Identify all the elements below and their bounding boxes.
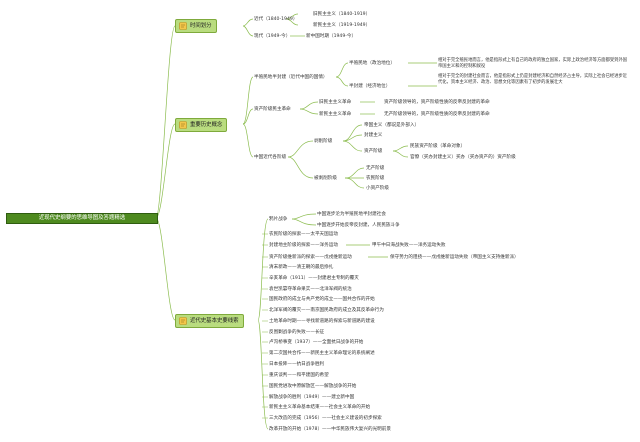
node-new-democratic-revolution[interactable]: 新民主主义革命: [319, 112, 352, 117]
node-semi-feudal-description[interactable]: 相对于完全的封建社会而言，他是指形式上仍是封建经济和自然经济占主导，实际上社会已…: [438, 74, 628, 85]
node-clue-late-qing-reforms[interactable]: 清末新政——清王朝的最后挣扎: [269, 265, 334, 270]
node-new-democratic[interactable]: 新民主主义（1919-1949）: [313, 23, 371, 28]
node-clue-chongqing-negotiation[interactable]: 重庆谈判——和平建国的希望: [269, 373, 329, 378]
node-opium-war-result-1[interactable]: 中国逐步沦为半殖民地半封建社会: [317, 212, 386, 217]
node-modern-period[interactable]: 近代（1840-1949）: [254, 17, 298, 22]
node-bourgeois-democratic-revolution[interactable]: 资产阶级民主革命: [254, 107, 291, 112]
node-contemporary-period[interactable]: 现代（1949-今）: [254, 34, 291, 39]
node-imperialism[interactable]: 帝国主义（都说是外部入）: [364, 123, 420, 128]
node-clue-second-cooperation[interactable]: 第二次国共合作——新民主主义革命理论的系统阐述: [269, 351, 375, 356]
node-feudalism[interactable]: 封建主义: [364, 133, 383, 138]
node-clue-taiping[interactable]: 农民阶级的探索——太平天国运动: [269, 232, 338, 237]
node-clue-westernization[interactable]: 封建地主阶级的探索——洋务运动: [269, 243, 338, 248]
node-opium-war-result-2[interactable]: 中国逐步开始反帝反封建，人民民族斗争: [317, 223, 400, 228]
node-clue-japan-surrender[interactable]: 日本投降——抗日战争胜利: [269, 362, 325, 367]
node-modern-classes[interactable]: 中国近代各阶级: [254, 155, 287, 160]
node-clue-land-revolution[interactable]: 土地革命时期——寻找新道路的探索与新道路的建设: [269, 319, 375, 324]
node-semi-colonial-description[interactable]: 相对于完全殖民地而言，他是指形式上有自己的政府的独立国家，实际上政治经济等方面都…: [438, 58, 628, 69]
node-clue-liberation-war-start[interactable]: 国民党进攻中原解放区——解放战争的开始: [269, 384, 357, 389]
branch-label: 近代史基本史要线索: [190, 318, 239, 324]
branch-modern-history-clues[interactable]: 近代史基本史要线索: [175, 314, 244, 328]
note-icon: [179, 317, 187, 325]
node-opium-war[interactable]: 鸦片战争: [269, 217, 288, 222]
node-exploited-class[interactable]: 被剥削阶级: [314, 176, 337, 181]
node-clue-socialist-revolution[interactable]: 新民主主义革命基本结束——社会主义革命的开始: [269, 405, 371, 410]
node-clue-three-transformations[interactable]: 三大改造的完成（1956）——社会主义建设的初步探索: [269, 416, 382, 421]
branch-label: 时间划分: [190, 23, 212, 29]
node-semi-colonial-semi-feudal[interactable]: 半殖民地半封建（近代中国的国情）: [254, 75, 328, 80]
node-proletariat[interactable]: 无产阶级: [366, 166, 385, 171]
node-semi-colonial[interactable]: 半殖民地（政治地位）: [349, 61, 395, 66]
node-old-democratic[interactable]: 旧民主主义（1840-1919）: [313, 12, 371, 17]
node-national-bourgeoisie[interactable]: 民族资产阶级（革命对象）: [410, 144, 466, 149]
node-old-democratic-description[interactable]: 资产阶级领导的，资产阶级性质的反帝反封建的革命: [384, 100, 490, 105]
node-clue-reform-failure[interactable]: 保守势力的阻挠——戊戌维新运动失败（帝国主义支持维新派）: [390, 255, 519, 260]
note-icon: [179, 22, 187, 30]
root-node[interactable]: 近现代史纲要的思维导图及答题精选: [6, 213, 158, 224]
node-semi-feudal[interactable]: 半封建（经济地位）: [349, 84, 391, 89]
branch-label: 重要历史概念: [190, 122, 223, 128]
node-petty-bourgeoisie[interactable]: 小资产阶级: [366, 186, 389, 191]
node-clue-xinhai-revolution[interactable]: 辛亥革命（1911）——封建君主专制的覆灭: [269, 276, 359, 281]
node-clue-nanjing-government[interactable]: 北洋军阀的覆灭——南京国民政府的成立及其反革命行为: [269, 308, 384, 313]
node-clue-westernization-failure[interactable]: 甲午中日海战失败——洋务运动失败: [372, 243, 446, 248]
note-icon: [179, 121, 187, 129]
node-clue-new-china[interactable]: 解放战争的胜利（1949）——建立新中国: [269, 395, 355, 400]
node-clue-beiyang[interactable]: 袁世凯篡夺革命果实——北洋军阀的统治: [269, 287, 352, 292]
node-new-democratic-description[interactable]: 无产阶级领导的，资产阶级性质的反帝反封建的革命: [384, 112, 490, 117]
node-clue-kmt-cpc-cooperation[interactable]: 国民政府的成立与共产党的成立——国共合作的开始: [269, 297, 375, 302]
node-clue-long-march[interactable]: 反围剿战争的失败——长征: [269, 330, 325, 335]
node-bureaucratic-bourgeoisie[interactable]: 官僚（买办封建主义）买办（买办资产的）资产阶级: [410, 155, 516, 160]
node-peasant-class[interactable]: 农民阶级: [366, 176, 385, 181]
branch-time-division[interactable]: 时间划分: [175, 19, 217, 33]
node-old-democratic-revolution[interactable]: 旧民主主义革命: [319, 100, 352, 105]
node-bourgeoisie[interactable]: 资产阶级: [364, 149, 383, 154]
branch-historical-concepts[interactable]: 重要历史概念: [175, 118, 228, 132]
node-clue-marco-polo-bridge[interactable]: 卢沟桥事变（1937）——全面抗日战争的开始: [269, 340, 364, 345]
node-clue-reform-movement[interactable]: 资产阶级维新派的探索——戊戌维新运动: [269, 255, 352, 260]
node-clue-reform-opening[interactable]: 改革开放的开始（1978）——中华民族伟大复兴的光明前景: [269, 427, 391, 432]
node-new-china-period[interactable]: 新中国时期（1949-今）: [306, 34, 357, 39]
node-exploiting-class[interactable]: 剥削阶级: [314, 139, 333, 144]
